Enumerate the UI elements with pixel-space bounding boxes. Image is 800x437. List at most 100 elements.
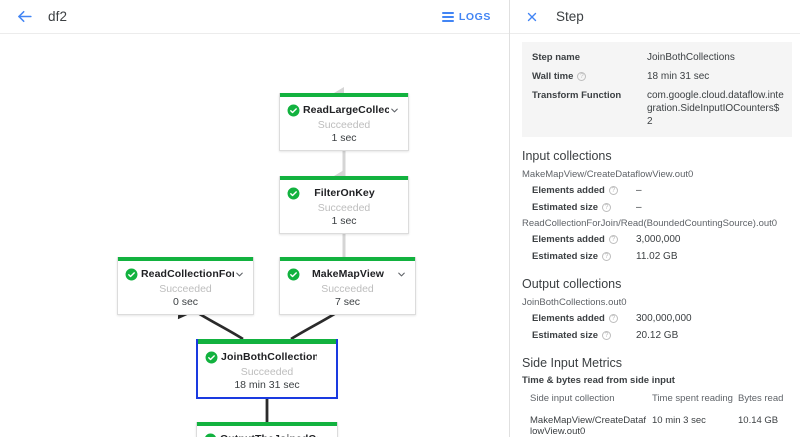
node-status-accent-bar xyxy=(198,339,336,344)
help-icon[interactable]: ? xyxy=(608,314,618,323)
node-header: JoinBothCollections xyxy=(198,344,336,365)
metric-label: Elements added? xyxy=(532,234,636,245)
logs-button-label: LOGS xyxy=(458,10,491,23)
node-status-text: Succeeded xyxy=(240,366,294,378)
metric-label: Elements added? xyxy=(532,185,636,196)
summary-label-text: Step name xyxy=(532,52,581,63)
summary-row: Step name JoinBothCollections xyxy=(522,48,792,67)
node-title: MakeMapView xyxy=(311,268,385,280)
metric-value: 11.02 GB xyxy=(636,251,678,262)
node-header: ReadCollectionForJoin xyxy=(118,261,253,282)
metric-row: Estimated size?– xyxy=(510,199,800,216)
metric-label-text: Elements added xyxy=(532,234,605,245)
logs-button[interactable]: LOGS xyxy=(438,8,495,26)
metric-row: Elements added?3,000,000 xyxy=(510,231,800,248)
summary-value: com.google.cloud.dataflow.integration.Si… xyxy=(647,90,784,127)
node-status-text: Succeeded xyxy=(321,283,374,295)
column-header: Side input collection xyxy=(530,393,615,404)
node-elapsed-time: 7 sec xyxy=(334,296,361,308)
table-cell: 10 min 3 sec xyxy=(652,415,706,426)
help-icon[interactable]: ? xyxy=(608,235,618,244)
metric-label-text: Estimated size xyxy=(532,330,598,341)
node-title: OutputTheJoinedCollec… xyxy=(217,433,318,437)
top-toolbar: df2 LOGS xyxy=(0,0,509,34)
output-collections-section: Output collections JoinBothCollections.o… xyxy=(510,265,800,344)
side-input-metrics-subtitle: Time & bytes read from side input xyxy=(522,375,675,386)
metric-label: Estimated size? xyxy=(532,251,636,262)
summary-value: 18 min 31 sec xyxy=(647,71,710,82)
node-status-accent-bar xyxy=(280,257,415,261)
graph-node-read-collection-for-join[interactable]: ReadCollectionForJoinSucceeded0 sec xyxy=(117,257,254,315)
summary-row: Wall time? 18 min 31 sec xyxy=(522,67,792,86)
collection-name: MakeMapView/CreateDataflowView.out0 xyxy=(522,169,694,180)
side-input-metrics-section: Side Input Metrics Time & bytes read fro… xyxy=(510,344,800,437)
metric-row: Estimated size?20.12 GB xyxy=(510,327,800,344)
chevron-down-icon[interactable] xyxy=(234,269,245,280)
summary-label-text: Transform Function xyxy=(532,90,622,101)
table-row: MakeMapView/CreateDataflowView.out0 10 mi… xyxy=(530,409,792,437)
column-header: Bytes read xyxy=(738,393,784,404)
node-header: OutputTheJoinedCollec… xyxy=(197,426,337,437)
node-title: ReadLargeCollectionFr… xyxy=(303,104,389,116)
node-title: ReadCollectionForJoin xyxy=(141,268,234,280)
node-status-text: Succeeded xyxy=(317,202,371,214)
metric-label-text: Estimated size xyxy=(532,251,598,262)
back-arrow-icon[interactable] xyxy=(14,7,34,27)
node-header: MakeMapView xyxy=(280,261,415,282)
table-cell: 10.14 GB xyxy=(738,415,779,426)
metric-row: Estimated size?11.02 GB xyxy=(510,248,800,265)
metric-label: Elements added? xyxy=(532,313,636,324)
table-cell: MakeMapView/CreateDataflowView.out0 xyxy=(530,415,646,437)
check-circle-icon xyxy=(287,187,300,200)
metric-label-text: Elements added xyxy=(532,313,605,324)
node-status-accent-bar xyxy=(118,257,253,261)
side-input-table-header: Side input collection Time spent reading B… xyxy=(530,390,792,409)
close-icon[interactable] xyxy=(524,9,540,25)
check-circle-icon xyxy=(204,433,217,437)
summary-row: Transform Function com.google.cloud.dataf… xyxy=(522,86,792,131)
logs-icon xyxy=(441,11,454,22)
node-status-accent-bar xyxy=(197,422,337,426)
metric-row: Elements added?– xyxy=(510,182,800,199)
collection-name: JoinBothCollections.out0 xyxy=(522,297,627,308)
node-title: FilterOnKey xyxy=(314,187,375,199)
node-status-accent-bar xyxy=(280,176,408,180)
help-icon[interactable]: ? xyxy=(602,203,611,212)
side-input-metrics-title: Side Input Metrics xyxy=(522,356,623,370)
help-icon[interactable]: ? xyxy=(602,252,611,261)
check-circle-icon xyxy=(287,268,300,281)
side-input-table: Side input collection Time spent reading B… xyxy=(510,390,800,437)
metric-label-text: Elements added xyxy=(532,185,605,196)
node-status-text: Succeeded xyxy=(159,283,212,295)
help-icon[interactable]: ? xyxy=(577,72,587,81)
node-header: ReadLargeCollectionFr… xyxy=(280,97,408,118)
metric-row: Elements added?300,000,000 xyxy=(510,310,800,327)
metric-label: Estimated size? xyxy=(532,202,636,213)
chevron-down-icon[interactable] xyxy=(389,105,400,116)
panel-title: Step xyxy=(556,9,584,24)
column-header: Time spent reading xyxy=(652,393,733,404)
help-icon[interactable]: ? xyxy=(602,331,611,340)
input-collections-title: Input collections xyxy=(522,149,612,163)
help-icon[interactable]: ? xyxy=(608,186,618,195)
node-elapsed-time: 18 min 31 sec xyxy=(234,379,300,391)
metric-label: Estimated size? xyxy=(532,330,636,341)
metric-value: – xyxy=(636,202,642,213)
summary-label-text: Wall time xyxy=(532,71,574,82)
summary-value: JoinBothCollections xyxy=(647,52,735,63)
summary-label: Step name xyxy=(532,51,647,64)
node-title: JoinBothCollections xyxy=(221,351,317,363)
chevron-down-icon[interactable] xyxy=(396,269,407,280)
check-circle-icon xyxy=(287,104,300,117)
